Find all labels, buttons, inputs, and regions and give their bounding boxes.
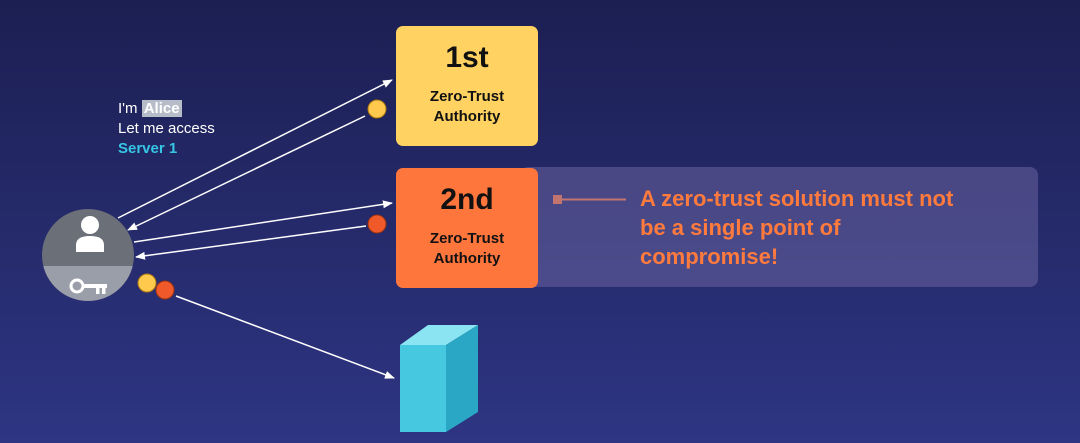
arrow-user-to-authority-1 bbox=[117, 79, 393, 219]
identity-prefix: I'm bbox=[118, 100, 138, 117]
token-yellow bbox=[367, 99, 387, 119]
authority-2-card: 2nd Zero-Trust Authority bbox=[396, 168, 538, 288]
token-orange bbox=[367, 214, 387, 234]
user-icon bbox=[76, 216, 104, 252]
callout-text: A zero-trust solution must not be a sing… bbox=[640, 186, 954, 269]
arrow-authority-2-to-user bbox=[135, 225, 367, 260]
arrow-authority-1-to-user bbox=[127, 115, 366, 231]
token-yellow-held bbox=[137, 273, 157, 293]
callout-connector-dot bbox=[553, 195, 562, 204]
authority-2-rank: 2nd bbox=[440, 183, 494, 216]
authority-2-label: Zero-Trust Authority bbox=[429, 230, 505, 267]
avatar bbox=[42, 209, 134, 301]
key-icon bbox=[69, 278, 107, 294]
access-request-message: I'm Alice Let me access Server 1 bbox=[118, 99, 215, 159]
token-orange-held bbox=[155, 280, 175, 300]
callout-panel bbox=[520, 167, 1038, 287]
arrow-user-to-authority-2 bbox=[133, 200, 393, 243]
identity-line: I'm Alice bbox=[118, 99, 215, 119]
server-icon bbox=[400, 325, 478, 432]
authority-1-card: 1st Zero-Trust Authority bbox=[396, 26, 538, 146]
authority-1-label: Zero-Trust Authority bbox=[429, 88, 505, 125]
user-name: Alice bbox=[141, 100, 182, 117]
requested-server: Server 1 bbox=[118, 140, 178, 157]
request-line: Let me access bbox=[118, 120, 215, 137]
authority-1-rank: 1st bbox=[445, 41, 489, 74]
arrow-user-to-server bbox=[175, 295, 395, 379]
